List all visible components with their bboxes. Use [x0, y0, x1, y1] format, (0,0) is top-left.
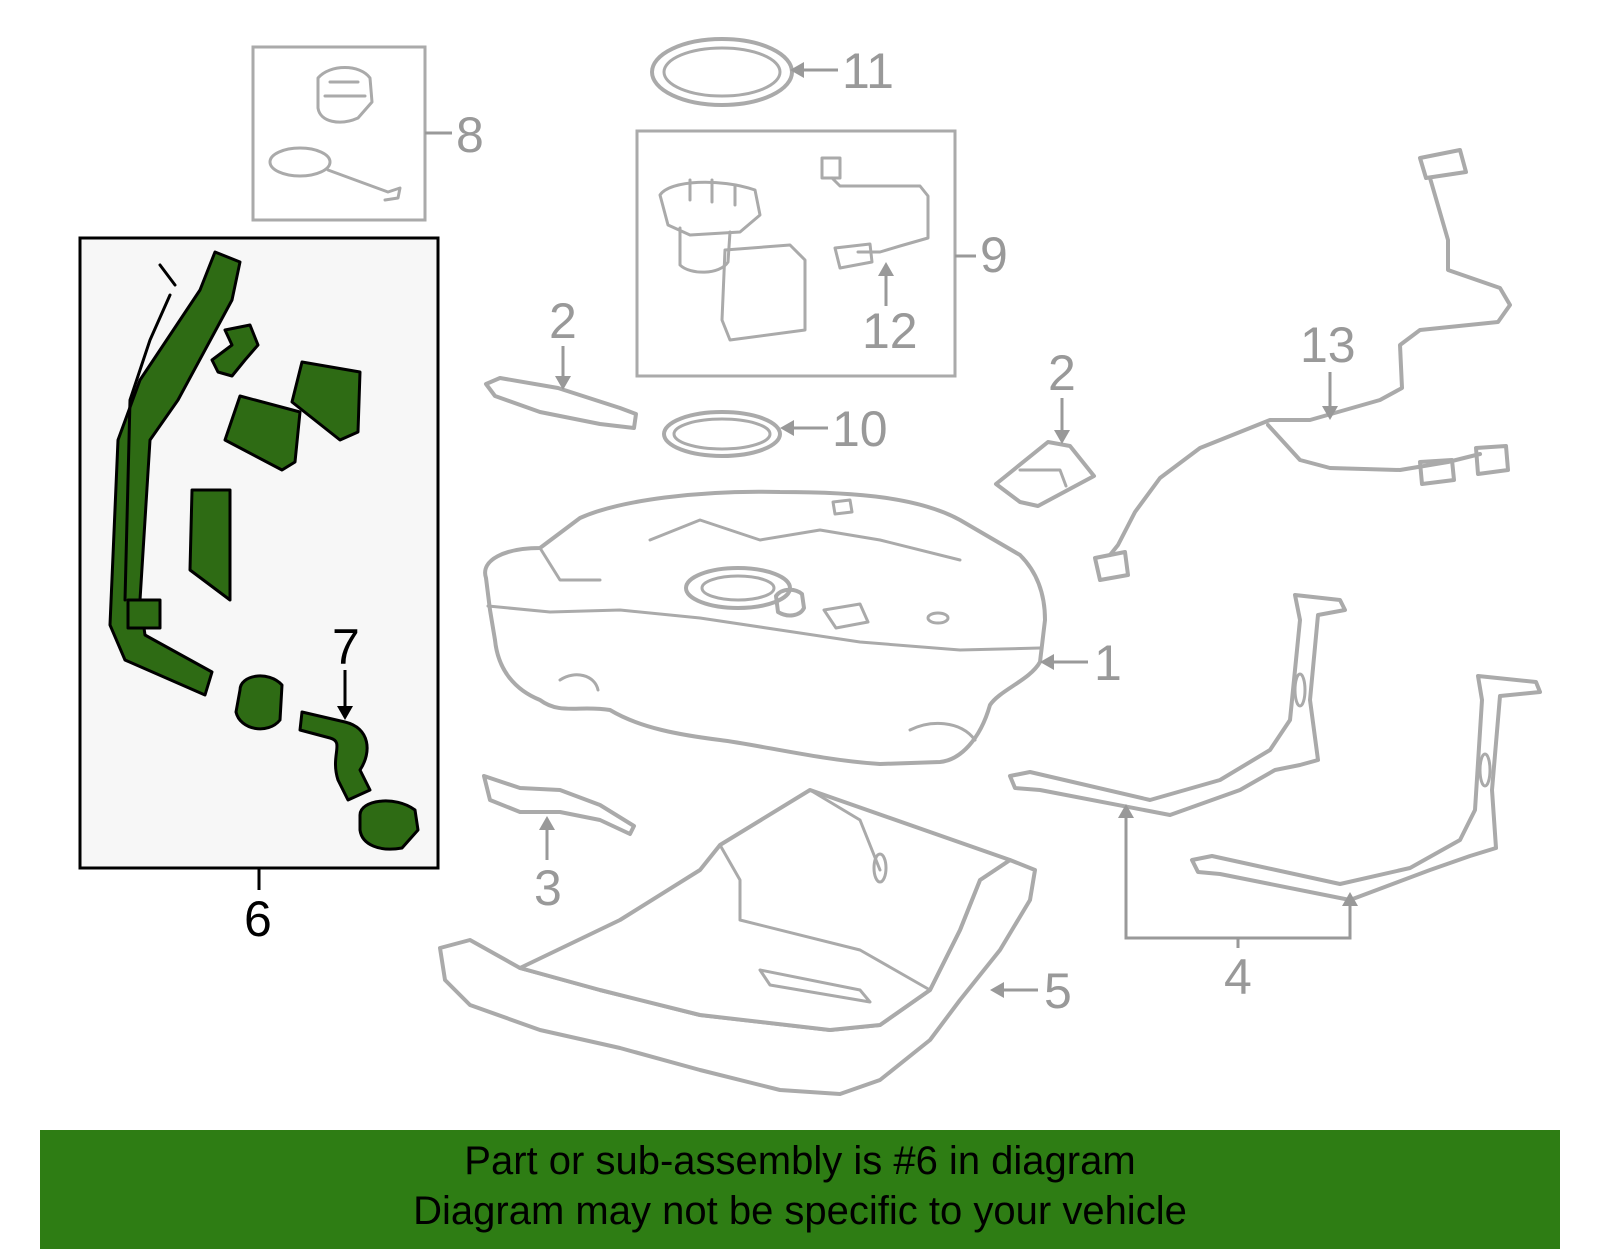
part-5-skid-plate[interactable]: [438, 788, 1037, 1096]
part-6-filler-pipe-assembly[interactable]: [78, 236, 440, 870]
part-2-heat-shield-right[interactable]: [994, 440, 1096, 508]
callout-13: 13: [1300, 317, 1356, 373]
callout-12: 12: [862, 303, 918, 359]
part-3-shield[interactable]: [482, 774, 636, 836]
part-2-heat-shield-left[interactable]: [484, 376, 638, 430]
callout-9: 9: [980, 227, 1008, 283]
callout-7: 7: [332, 619, 360, 675]
info-banner: Part or sub-assembly is #6 in diagram Di…: [40, 1130, 1560, 1249]
part-8-fuel-cap[interactable]: [251, 45, 427, 222]
part-4-tank-straps[interactable]: [1008, 593, 1542, 902]
part-1-fuel-tank[interactable]: [483, 489, 1047, 766]
part-11-lock-ring[interactable]: [650, 37, 794, 107]
part-9-fuel-pump-module[interactable]: [635, 129, 957, 378]
callout-1: 1: [1094, 635, 1122, 691]
callout-6: 6: [244, 891, 272, 947]
callout-2-right: 2: [1048, 345, 1076, 401]
callout-5: 5: [1044, 963, 1072, 1019]
callout-4: 4: [1224, 949, 1252, 1005]
callout-2-left: 2: [549, 293, 577, 349]
callout-10: 10: [832, 401, 888, 457]
callout-8: 8: [456, 107, 484, 163]
banner-line-1: Part or sub-assembly is #6 in diagram: [464, 1139, 1136, 1183]
callout-3: 3: [534, 860, 562, 916]
part-13-wiring-harness[interactable]: [1093, 148, 1512, 582]
callout-11: 11: [842, 43, 894, 99]
banner-line-2: Diagram may not be specific to your vehi…: [413, 1189, 1187, 1233]
part-10-seal[interactable]: [662, 410, 782, 458]
